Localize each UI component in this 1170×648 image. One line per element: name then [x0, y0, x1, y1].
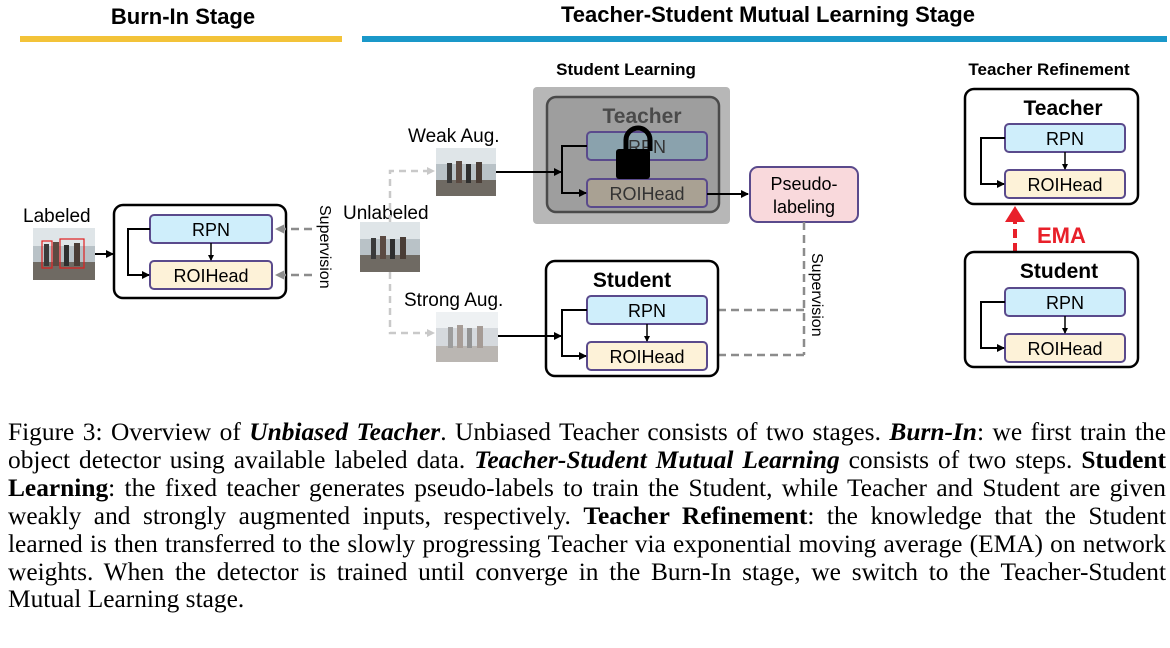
student-roihead-box [586, 341, 708, 371]
teacher-refinement-title: Teacher Refinement [968, 60, 1130, 79]
burn-in-roihead-label: ROIHead [173, 266, 248, 286]
frozen-roihead-label: ROIHead [609, 184, 684, 204]
weak-aug-image [436, 148, 496, 196]
burn-in-stage-title: Burn-In Stage [111, 4, 255, 29]
caption-burn-in: Burn-In [889, 418, 977, 446]
refined-teacher-skip-connection [980, 137, 1005, 188]
ema-arrow [1005, 206, 1025, 252]
student-skip-connection [561, 309, 587, 360]
ema-label: EMA [1037, 223, 1086, 248]
refined-student-skip-connection [980, 301, 1005, 352]
refined-student-roihead-label: ROIHead [1027, 339, 1102, 359]
weak-aug-label: Weak Aug. [408, 126, 500, 147]
unlabeled-image [360, 222, 420, 272]
burn-in-roihead-box [149, 260, 273, 290]
caption-text-5: : the fixed teacher generates pseudo-lab… [8, 473, 1166, 530]
refined-teacher-rpn-label: RPN [1046, 129, 1084, 149]
strong-aug-label: Strong Aug. [404, 290, 503, 311]
caption-teacher-refinement: Teacher Refinement [583, 501, 808, 530]
refined-teacher-roihead-box [1004, 169, 1126, 199]
student-rpn-label: RPN [628, 301, 666, 321]
unlabeled-label: Unlabeled [343, 203, 429, 224]
refined-teacher-title: Teacher [1024, 97, 1103, 120]
mutual-bar [362, 36, 1167, 42]
caption-text-6: : the knowledge that the Student learned… [8, 501, 1167, 614]
strong-aug-image [436, 312, 498, 362]
refined-student-rpn-label: RPN [1046, 293, 1084, 313]
student-roihead-label: ROIHead [609, 347, 684, 367]
caption-text-1: Figure 3: Overview of [8, 418, 250, 446]
burn-in-supervision-label: Supervision [316, 205, 333, 289]
caption-student-learning: Student Learning [8, 445, 1166, 502]
student-title: Student [593, 269, 671, 292]
pseudo-labeling-line2: labeling [773, 197, 835, 217]
frozen-teacher-title: Teacher [603, 105, 682, 128]
overview-diagram: Burn-In Stage Teacher-Student Mutual Lea… [20, 2, 1167, 378]
labeled-label: Labeled [23, 206, 91, 227]
frozen-skip-connection [561, 145, 587, 197]
student-learning-title: Student Learning [556, 60, 696, 79]
lock-icon [616, 125, 653, 179]
caption-method-name: Unbiased Teacher [249, 418, 441, 446]
caption-text-2: . Unbiased Teacher consists of two stage… [440, 418, 890, 446]
burn-in-rpn-label: RPN [192, 220, 230, 240]
pseudo-labeling-line1: Pseudo- [770, 174, 837, 194]
burn-in-bar [20, 36, 342, 42]
unlabeled-to-strong-arrow [388, 272, 435, 337]
refined-student-title: Student [1020, 260, 1098, 283]
labeled-image [33, 228, 95, 280]
mutual-stage-title: Teacher-Student Mutual Learning Stage [561, 2, 975, 27]
refined-teacher-roihead-label: ROIHead [1027, 175, 1102, 195]
unlabeled-to-weak-arrow [388, 167, 435, 222]
caption-mutual-learning: Teacher-Student Mutual Learning [474, 445, 840, 474]
caption-text-4: consists of two steps. [839, 445, 1082, 474]
figure-caption: Figure 3: Overview of Unbiased Teacher. … [8, 418, 1167, 614]
burn-in-skip-connection [127, 228, 150, 279]
refined-student-roihead-box [1004, 333, 1126, 363]
pseudo-supervision-label: Supervision [808, 253, 825, 337]
caption-text-3: : we first train the object detector usi… [8, 418, 1166, 474]
